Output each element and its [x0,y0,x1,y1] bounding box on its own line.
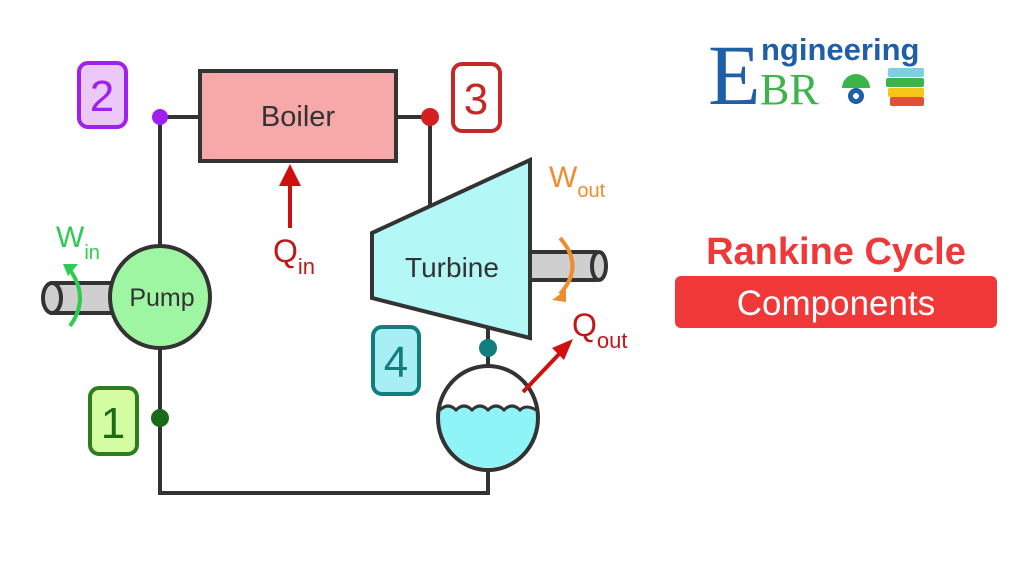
title-banner [675,276,997,328]
logo-bro: BR [760,65,819,114]
turbine-label: Turbine [405,252,499,283]
book-icon [888,68,924,77]
state-1-label: 1 [101,399,125,448]
pump-label: Pump [129,284,194,312]
boiler-label: Boiler [261,101,335,133]
turbine [370,156,532,341]
q-out-label: Qout [572,307,627,353]
turbine-shaft [526,250,600,282]
title-line1: Rankine Cycle [706,231,966,273]
condenser-water [440,406,536,468]
w-out-rotation-icon [558,236,575,296]
state-2-label: 2 [90,72,114,121]
state-4-label: 4 [384,338,408,387]
engineering-bro-logo: E ngineering BR [708,27,924,123]
hard-hat-icon [842,74,870,88]
state-3-dot [421,108,439,126]
pipe-pump-boiler [158,115,200,245]
state-4-badge [371,325,421,396]
state-3-badge [451,62,502,133]
q-in-label: Qin [273,233,315,279]
book-icon [886,78,924,87]
book-icon [888,88,924,97]
pump [108,244,212,350]
state-3-label: 3 [464,75,488,124]
pipe-boiler-turbine [396,115,432,220]
condenser [436,364,540,472]
pump-shaft-end [41,281,63,315]
title-line2: Components [737,284,935,323]
logo-word: ngineering [761,32,919,67]
w-out-label: Wout [549,161,606,202]
state-4-dot [479,339,497,357]
logo-letter-e: E [708,27,761,123]
books-icon [886,68,924,106]
w-in-arrowhead [63,264,78,276]
w-out-arrowhead [552,290,566,302]
w-in-label: Win [56,221,100,264]
gear-hole [853,93,859,99]
state-2-badge [77,61,128,129]
state-1-dot [151,409,169,427]
boiler [198,69,398,163]
water-wave [438,404,537,413]
state-1-badge [88,386,139,456]
q-out-arrowhead [552,339,573,360]
q-out-arrow [521,349,564,394]
q-in-arrowhead [279,164,301,186]
book-icon [890,97,924,106]
state-2-dot [152,109,168,125]
turbine-shaft-end [590,250,608,282]
w-in-rotation-icon [68,268,82,328]
